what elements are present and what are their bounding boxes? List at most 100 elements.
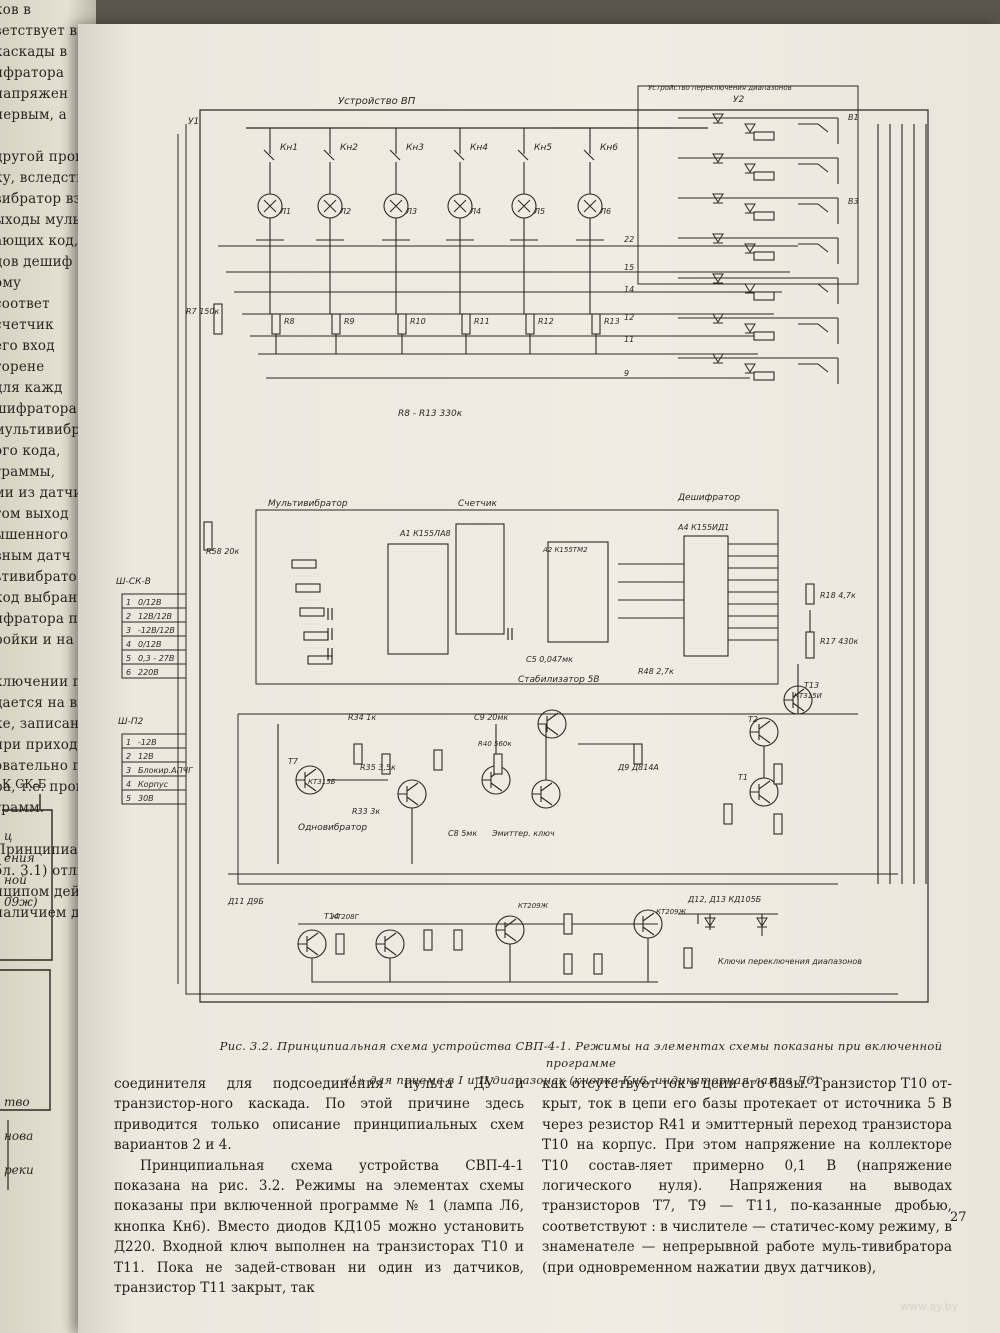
- u2-switch: [798, 163, 829, 173]
- label-stabilizer: Стабилизатор 5В: [518, 675, 600, 685]
- label-r35: R35 3,5к: [360, 763, 396, 772]
- label-c9: С9 20мк: [474, 713, 508, 722]
- label-pin-signal: 0,3 - 27В: [138, 654, 174, 663]
- page-number: 27: [950, 1210, 967, 1225]
- previous-page-line: ра, т.е. програм: [0, 779, 96, 795]
- diode-u2: [744, 163, 756, 174]
- transistor-leads: [298, 932, 319, 956]
- ic-a3: [547, 541, 609, 643]
- diode-d12: [704, 917, 716, 928]
- u2-wire: [678, 157, 839, 184]
- label-multivibrator: Мультивибратор: [268, 499, 348, 509]
- previous-page-line: ышенного: [0, 527, 69, 543]
- previous-page-line: ройки и на у: [0, 632, 87, 648]
- previous-page-line: ке, записанный: [0, 716, 96, 732]
- label-u2-note: Устройство переключения диапазонов: [648, 84, 792, 92]
- transistor-leads: [482, 768, 503, 792]
- label-switches: Ключи переключения диапазонов: [718, 957, 862, 966]
- label-r33: R33 3к: [352, 807, 380, 816]
- lamp-to-resistor: [523, 240, 531, 354]
- label-connector-p2: Ш-П2: [118, 717, 144, 727]
- resistor-r54: [453, 929, 463, 951]
- resistor-r18: [805, 583, 815, 605]
- transistor-leads: [784, 688, 805, 712]
- previous-page-line: мультивибр: [0, 422, 81, 438]
- previous-page-line: первым, а: [0, 107, 67, 123]
- label-r58: R58 20к: [206, 547, 239, 556]
- lamp-5: [511, 193, 537, 219]
- connector-b-pin: [121, 663, 187, 679]
- resistor-u2: [753, 211, 775, 221]
- frame-u2: [637, 85, 859, 285]
- label-resistor: R8: [284, 317, 295, 326]
- label-emitter-key: Эмиттер. ключ: [491, 829, 555, 838]
- label-ic-a4: А4 К155ИД1: [677, 523, 729, 532]
- label-b3: В3: [848, 197, 859, 206]
- lamp-2: [317, 193, 343, 219]
- previous-page-line: ку, вследствие: [0, 170, 96, 186]
- previous-page-line: том выход: [0, 506, 69, 522]
- label-pin: 22: [624, 235, 634, 244]
- resistor-r52: [423, 929, 433, 951]
- previous-page-line: торене: [0, 359, 45, 375]
- lamp-wire: [382, 218, 410, 241]
- label-t15-type: КТ209Ж: [518, 902, 549, 910]
- previous-page-line: для кажд: [0, 380, 63, 396]
- label-resistor: R13: [604, 317, 620, 326]
- previous-page-line: ающих код,: [0, 233, 79, 249]
- diode-u2: [712, 113, 724, 124]
- resistor-u2: [753, 171, 775, 181]
- label-t2: Т2: [748, 715, 758, 724]
- figure-caption: Рис. 3.2. Принципиальная схема устройств…: [196, 1038, 966, 1089]
- previous-page-line: ветствует вып: [0, 23, 96, 39]
- previous-page-line: грамм.: [0, 800, 45, 816]
- label-key: Кн4: [470, 143, 488, 153]
- previous-page-line: ключении прогр: [0, 674, 96, 690]
- resistor-r50: [335, 933, 345, 955]
- label-pin-number: 3: [126, 766, 131, 775]
- label-pin-signal: 0/12В: [138, 640, 161, 649]
- lamp-wire: [256, 218, 284, 241]
- label-c5: С5 0,047мк: [526, 655, 573, 664]
- previous-page-line: ого кода,: [0, 443, 61, 459]
- resistor-r40: [493, 753, 503, 775]
- frame-outer: [199, 109, 929, 1003]
- label-lamp: Л4: [469, 207, 481, 216]
- resistor-r59: [683, 947, 693, 969]
- previous-page-line: граммы,: [0, 464, 56, 480]
- resistor-row: [525, 313, 535, 335]
- resistor-r57: [563, 953, 573, 975]
- diode-u2: [744, 243, 756, 254]
- transistor-leads: [750, 780, 771, 804]
- label-diodes-top: Д12, Д13 КД105Б: [687, 895, 762, 904]
- resistor-u2: [753, 131, 775, 141]
- transistor-leads: [398, 782, 419, 806]
- paragraph: Принципиальная схема устройства СВП-4-1 …: [114, 1157, 524, 1297]
- diagram-wires: [177, 85, 929, 1003]
- label-r7: R7 150к: [186, 307, 219, 316]
- previous-page-line: код выбранн: [0, 590, 87, 606]
- label-pin-number: 1: [126, 738, 131, 747]
- transistor-leads: [532, 782, 553, 806]
- key-switch: [389, 132, 401, 194]
- resistor-r33: [433, 749, 443, 771]
- previous-page-line: дов дешиф: [0, 254, 73, 270]
- previous-page-line: соответ: [0, 296, 50, 312]
- label-lamp: Л2: [339, 207, 351, 216]
- resistor-r14: [723, 803, 733, 825]
- transistor-leads: [296, 768, 317, 792]
- label-c8: С8 5мк: [448, 829, 477, 838]
- label-pin-number: 5: [126, 794, 131, 803]
- resistor-row: [271, 313, 281, 335]
- fragment-word: реки: [4, 1163, 34, 1177]
- connector-p2-pin: [121, 789, 187, 805]
- lamp-wire: [446, 218, 474, 241]
- diode-u2: [712, 233, 724, 244]
- previous-page-line: дается на вход: [0, 695, 96, 711]
- top-bus-taps: [269, 128, 591, 132]
- label-pin-signal: Блокир.АПЧГ: [138, 766, 193, 775]
- previous-page-line: вибратор взап: [0, 191, 96, 207]
